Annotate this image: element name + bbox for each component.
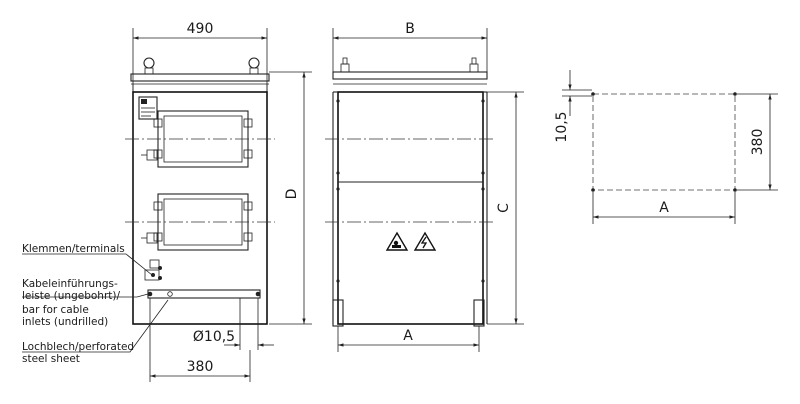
side-roof-rail (332, 71, 488, 80)
cable-bar-leader (22, 293, 149, 298)
side-lifting-eye-right (469, 57, 479, 73)
footprint-view: 10,5 380 A (554, 70, 778, 224)
footprint-width-dimension: A (592, 192, 736, 224)
side-view: B (325, 21, 524, 352)
side-width-label: B (405, 21, 415, 37)
hole-diameter-label: Ø10,5 (193, 329, 235, 345)
cable-bar-label-3: bar for cable (22, 304, 89, 316)
front-hole-spacing-dimension: 380 (149, 298, 251, 382)
terminals-label: Klemmen/terminals (22, 243, 125, 255)
cable-bar-label-4: inlets (undrilled) (22, 316, 108, 328)
side-height-label: C (496, 203, 512, 213)
cabinet-side (337, 91, 484, 325)
front-spacing-label: 380 (187, 359, 214, 375)
side-base-dimension: A (337, 326, 480, 352)
side-base-label: A (403, 328, 413, 344)
side-height-dimension: C (487, 91, 524, 325)
perforated-sheet-leader (22, 299, 169, 353)
nameplate (138, 96, 158, 120)
perforated-label-2: steel sheet (22, 353, 80, 365)
warning-triangle-icon (385, 231, 409, 251)
footprint-outline (592, 93, 736, 191)
footprint-width-label: A (659, 200, 669, 216)
cable-bar-label-1: Kabeleinführungs- (22, 278, 118, 290)
side-width-dimension: B (332, 21, 488, 78)
electrical-hazard-icon (413, 231, 437, 251)
perforated-label-1: Lochblech/perforated (22, 341, 134, 353)
front-height-label: D (284, 189, 300, 200)
lifting-eye-left (143, 57, 155, 75)
front-view: 490 (22, 21, 312, 382)
roof-rail (130, 73, 270, 82)
footprint-offset-label: 10,5 (554, 111, 570, 142)
footprint-depth-dimension: 380 (737, 93, 778, 191)
lifting-eye-right (248, 57, 260, 75)
hole-dimension: Ø10,5 (193, 298, 274, 350)
cable-entry-bar (147, 289, 261, 299)
side-lifting-eye-left (340, 57, 350, 73)
cable-bar-label-2: leiste (ungebohrt)/ (22, 290, 120, 302)
front-width-label: 490 (187, 21, 214, 37)
terminals-leader (22, 253, 153, 276)
footprint-depth-label: 380 (750, 129, 766, 156)
cabinet-front (132, 91, 268, 325)
terminals (144, 259, 162, 281)
front-height-dimension: D (269, 71, 312, 325)
footprint-offset-dimension: 10,5 (554, 70, 592, 143)
